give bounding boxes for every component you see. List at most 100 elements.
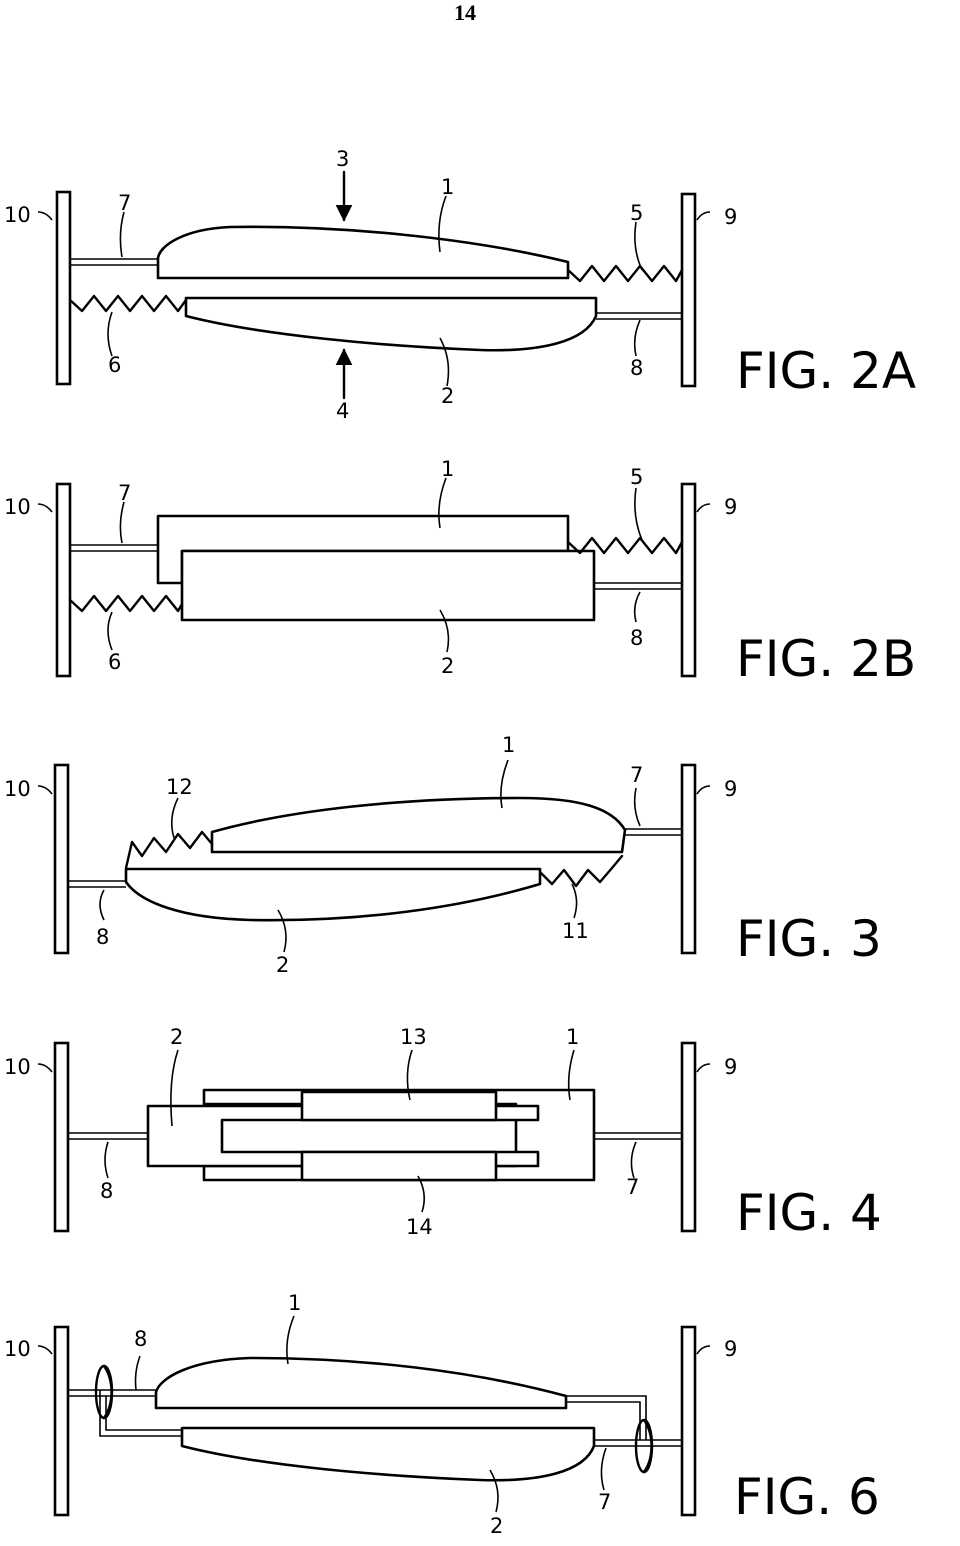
leader-2 bbox=[489, 1469, 499, 1513]
rod-7 bbox=[594, 1132, 682, 1140]
label-2: 2 bbox=[490, 1514, 503, 1538]
leader-9 bbox=[696, 1345, 711, 1355]
part-2 bbox=[124, 867, 542, 922]
leader-10 bbox=[37, 1345, 53, 1355]
spring-12 bbox=[124, 830, 214, 870]
caption-fig-2a: FIG. 2A bbox=[736, 342, 916, 400]
label-14: 14 bbox=[406, 1215, 433, 1239]
label-2: 2 bbox=[441, 384, 454, 408]
label-9: 9 bbox=[724, 1337, 737, 1361]
label-9: 9 bbox=[724, 205, 737, 229]
right-wall-9 bbox=[680, 763, 697, 955]
label-10: 10 bbox=[4, 1337, 31, 1361]
label-8: 8 bbox=[134, 1327, 147, 1351]
label-1: 1 bbox=[441, 457, 454, 481]
leader-1 bbox=[567, 1049, 575, 1101]
leader-7 bbox=[633, 787, 641, 827]
label-7: 7 bbox=[626, 1175, 639, 1199]
label-8: 8 bbox=[100, 1179, 113, 1203]
leader-8 bbox=[633, 319, 641, 357]
leader-8 bbox=[633, 591, 641, 623]
leader-12 bbox=[170, 797, 179, 839]
label-9: 9 bbox=[724, 495, 737, 519]
part-2 bbox=[180, 549, 596, 622]
label-12: 12 bbox=[166, 775, 193, 799]
part-1 bbox=[154, 1356, 568, 1410]
right-wall-9 bbox=[680, 482, 697, 678]
figure-2b: 10 9 7 1 5 6 2 8 FIG. 2B bbox=[4, 457, 916, 688]
label-5: 5 bbox=[630, 201, 643, 225]
label-10: 10 bbox=[4, 777, 31, 801]
rod-8 bbox=[594, 582, 682, 590]
left-wall-10 bbox=[53, 1041, 70, 1233]
left-wall-10 bbox=[53, 1325, 70, 1517]
leader-11 bbox=[571, 883, 578, 919]
leader-8 bbox=[99, 889, 105, 921]
label-10: 10 bbox=[4, 1055, 31, 1079]
left-wall-10 bbox=[55, 482, 72, 678]
caption-fig-6: FIG. 6 bbox=[734, 1468, 880, 1526]
page-number: 14 bbox=[454, 0, 476, 25]
leader-7 bbox=[600, 1447, 607, 1491]
leader-9 bbox=[696, 503, 711, 513]
leader-10 bbox=[37, 211, 53, 221]
leader-7 bbox=[119, 211, 125, 258]
element-14 bbox=[300, 1150, 498, 1182]
figure-4: 10 9 2 13 1 8 7 14 FIG. 4 bbox=[4, 1025, 882, 1242]
caption-fig-2b: FIG. 2B bbox=[736, 630, 916, 688]
leader-6 bbox=[107, 611, 113, 651]
label-7: 7 bbox=[630, 763, 643, 787]
spring-6 bbox=[68, 294, 188, 313]
label-6: 6 bbox=[108, 650, 121, 674]
label-5: 5 bbox=[630, 465, 643, 489]
label-7: 7 bbox=[118, 191, 131, 215]
right-wall-9 bbox=[680, 1325, 697, 1517]
label-13: 13 bbox=[400, 1025, 427, 1049]
leader-9 bbox=[696, 1063, 711, 1073]
label-3: 3 bbox=[336, 147, 349, 171]
spring-5 bbox=[566, 536, 684, 555]
leader-5 bbox=[634, 487, 643, 541]
part-1 bbox=[156, 225, 570, 280]
label-10: 10 bbox=[4, 495, 31, 519]
leader-1 bbox=[286, 1315, 295, 1365]
right-wall-9 bbox=[680, 1041, 697, 1233]
rod-8 bbox=[596, 312, 682, 320]
leader-13 bbox=[406, 1049, 413, 1101]
figure-6: 10 9 1 8 2 7 FIG. 6 bbox=[4, 1291, 880, 1538]
spring-11 bbox=[538, 854, 624, 888]
leader-5 bbox=[634, 221, 643, 271]
rod-7 bbox=[625, 828, 682, 836]
right-wall-9 bbox=[680, 192, 697, 388]
leader-7 bbox=[630, 1141, 637, 1179]
left-wall-10 bbox=[53, 763, 70, 955]
label-2: 2 bbox=[170, 1025, 183, 1049]
caption-fig-4: FIG. 4 bbox=[736, 1184, 882, 1242]
label-4: 4 bbox=[336, 399, 349, 423]
label-1: 1 bbox=[566, 1025, 579, 1049]
leader-8 bbox=[134, 1355, 141, 1391]
leader-1 bbox=[500, 759, 509, 809]
label-8: 8 bbox=[96, 925, 109, 949]
element-13 bbox=[300, 1090, 498, 1122]
leader-2 bbox=[439, 337, 450, 387]
label-10: 10 bbox=[4, 203, 31, 227]
label-8: 8 bbox=[630, 626, 643, 650]
part-2 bbox=[180, 1426, 596, 1482]
leader-1 bbox=[438, 477, 447, 529]
leader-9 bbox=[696, 785, 711, 795]
leader-14 bbox=[417, 1175, 426, 1213]
rod-8 bbox=[68, 1132, 148, 1140]
figure-2a: 10 9 7 3 1 5 6 4 2 8 FIG. 2A bbox=[4, 147, 916, 423]
caption-fig-3: FIG. 3 bbox=[736, 910, 882, 968]
label-9: 9 bbox=[724, 777, 737, 801]
label-1: 1 bbox=[502, 733, 515, 757]
leader-8 bbox=[104, 1141, 109, 1179]
rod-7 bbox=[70, 258, 158, 266]
label-11: 11 bbox=[562, 919, 589, 943]
leader-10 bbox=[37, 503, 53, 513]
label-1: 1 bbox=[441, 175, 454, 199]
leader-2 bbox=[277, 909, 287, 953]
leader-7 bbox=[119, 501, 125, 544]
